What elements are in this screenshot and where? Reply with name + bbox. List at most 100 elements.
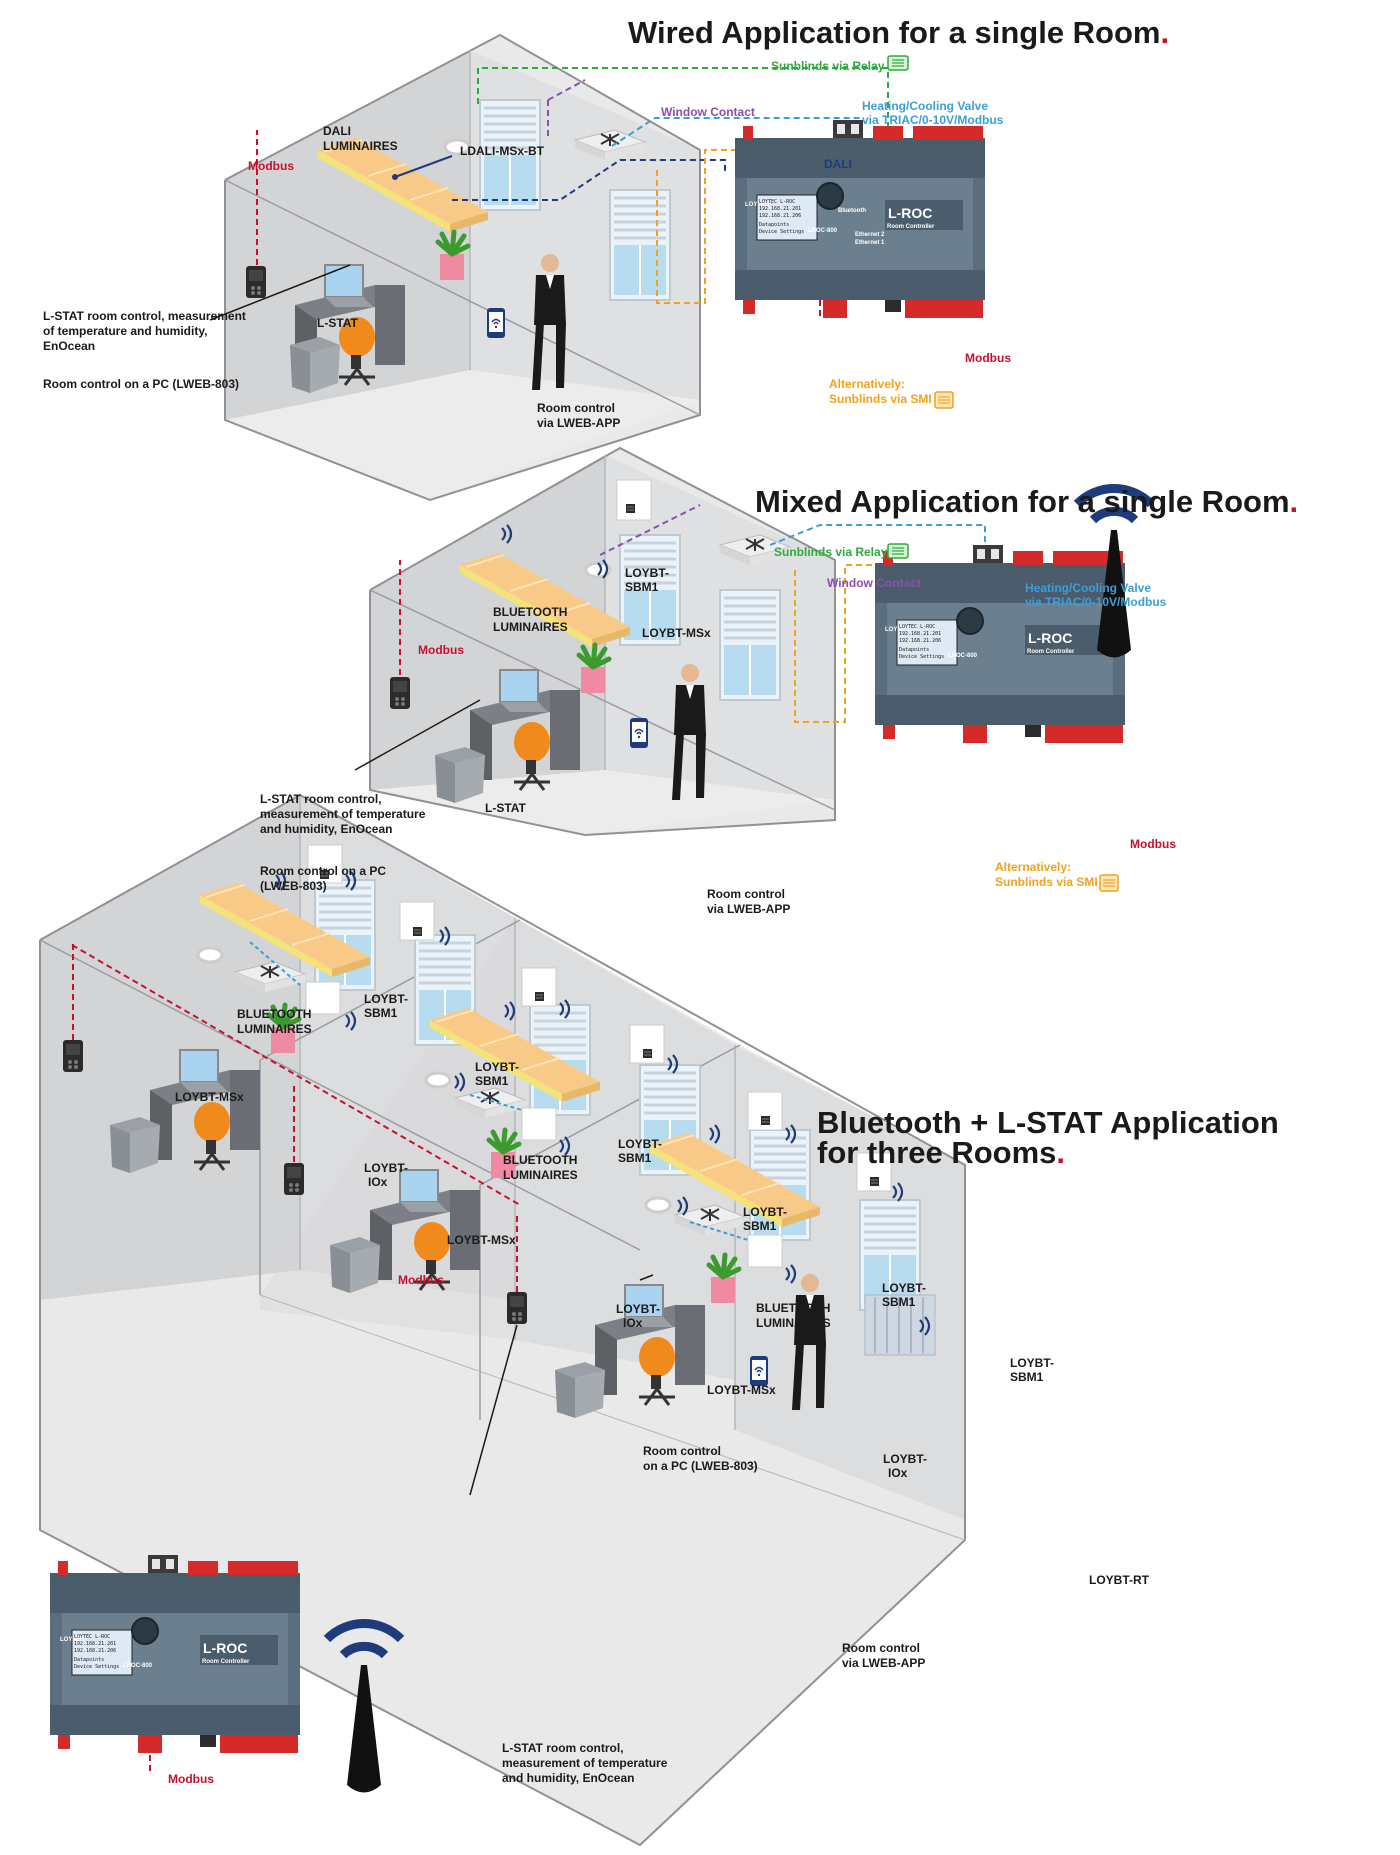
label-bluetooth-luminaires: LUMINAIRES [503,1168,578,1182]
label-bluetooth-luminaires: BLUETOOTH [503,1153,577,1167]
phone-icon [629,717,649,749]
phone-icon [749,1355,769,1387]
title-bt-line2: for three Rooms. [817,1135,1065,1170]
screen-line: Datapoints [899,647,929,653]
label-iox: IOx [623,1316,643,1330]
label-sbm1: LOYBT- [618,1137,662,1151]
label-bluetooth-luminaires: BLUETOOTH [493,605,567,619]
screen-line: LOYTEC L-ROC [899,624,935,630]
label-alternative: Sunblinds via SMI [995,875,1098,889]
window [608,188,672,302]
label-rt: LOYBT-RT [1089,1573,1150,1587]
label-lstat-desc: L-STAT room control, measurement [43,309,246,323]
sbm1-icon [869,1176,880,1187]
label-ldali: LDALI-MSx-BT [460,144,545,158]
label-valve: via TRIAC/0-10V/Modbus [1025,595,1167,609]
smi-icon [934,391,954,409]
label-sbm1: LOYBT- [743,1205,787,1219]
label-lstat-desc: EnOcean [43,339,95,353]
label-lstat-desc: and humidity, EnOcean [260,822,392,836]
title-wired: Wired Application for a single Room. [628,15,1169,50]
label-modbus: Modbus [418,643,464,657]
label-iox: LOYBT- [616,1302,660,1316]
controller-labels-1: LOYTEC L-ROC Room Controller Bluetooth L… [745,199,935,246]
label-valve: via TRIAC/0-10V/Modbus [862,113,1004,127]
label-sunblinds-relay: Sunblinds via Relay [771,59,885,73]
label-pc-control: on a PC (LWEB-803) [643,1459,758,1473]
label-sbm1: SBM1 [1010,1370,1044,1384]
controller-model: LROC-800 [808,228,838,234]
label-lstat: L-STAT [317,316,359,330]
dali-pointer [394,155,453,178]
pc-pointer [209,264,351,321]
label-modbus: Modbus [248,159,294,173]
lstat-icon [284,1163,304,1195]
plant [438,232,468,280]
label-dali-luminaires: LUMINAIRES [323,139,398,153]
label-valve: Heating/Cooling Valve [1025,581,1151,595]
label-window-contact: Window Contact [661,105,755,119]
plant [579,645,609,693]
window [718,588,782,702]
bin [555,1362,605,1418]
label-msx: LOYBT-MSx [447,1233,516,1247]
label-sbm1: LOYBT- [1010,1356,1054,1370]
sbm1-icon [760,1115,771,1126]
screen-line: 192.168.21.201 [759,206,801,212]
label-lstat-desc: measurement of temperature [260,807,426,821]
screen-line: Device Settings [74,1664,119,1670]
sbm1-icon [534,991,545,1002]
label-alternative: Alternatively: [995,860,1071,874]
screen-line: 192.168.21.206 [759,213,801,219]
screen-line: Datapoints [74,1657,104,1663]
label-app-control: Room control [842,1641,920,1655]
smi-icon [1099,874,1119,892]
label-sbm1: LOYBT- [625,566,669,580]
controller-name: L-ROC [888,205,932,221]
screen-line: 192.168.21.206 [74,1648,116,1654]
label-modbus: Modbus [168,1772,214,1786]
controller-bluetooth: Bluetooth [838,208,866,214]
sbm1-box [616,479,652,521]
sbm1-icon [625,503,636,514]
controller-model: LROC-800 [123,1663,153,1669]
label-sbm1: LOYBT- [364,992,408,1006]
controller-eth1: Ethernet 1 [855,240,885,246]
label-app-control: via LWEB-APP [842,1656,925,1670]
screen-line: 192.168.21.201 [899,631,941,637]
label-pc-control: Room control on a PC (LWEB-803) [43,377,239,391]
title-bt-line1: Bluetooth + L-STAT Application [817,1105,1279,1140]
label-sbm1: SBM1 [618,1151,652,1165]
label-iox: IOx [888,1466,908,1480]
plant [709,1255,739,1303]
title-mixed: Mixed Application for a single Room. [755,484,1298,519]
label-msx: LOYBT-MSx [707,1383,776,1397]
screen-line: 192.168.21.201 [74,1641,116,1647]
wired-lines [256,67,889,318]
lstat-icon [507,1292,527,1324]
screen-line: Datapoints [759,222,789,228]
screen-line: 192.168.21.206 [899,638,941,644]
lroc-controller [734,119,986,319]
screen-line: Device Settings [899,654,944,660]
ldali-sensor-icon [443,138,471,156]
screen-line: LOYTEC L-ROC [759,199,795,205]
label-iox: LOYBT- [883,1452,927,1466]
label-lstat-desc: and humidity, EnOcean [502,1771,634,1785]
controller-name: L-ROC [203,1640,247,1656]
label-iox: LOYBT- [364,1161,408,1175]
label-bluetooth-luminaires: LUMINAIRES [756,1316,831,1330]
lroc-controller [49,1554,301,1754]
label-msx: LOYBT-MSx [175,1090,244,1104]
label-sbm1: SBM1 [625,580,659,594]
mixed-room [369,446,836,837]
sbm1-icon [412,926,423,937]
label-sbm1: LOYBT- [475,1060,519,1074]
label-bluetooth-luminaires: BLUETOOTH [237,1007,311,1021]
sbm1-icon [642,1048,653,1059]
controller-name: L-ROC [1028,630,1072,646]
controller-brand: LOYTEC [60,1637,85,1643]
label-dali: DALI [824,157,852,171]
bin [290,337,340,393]
label-sbm1: SBM1 [882,1295,916,1309]
